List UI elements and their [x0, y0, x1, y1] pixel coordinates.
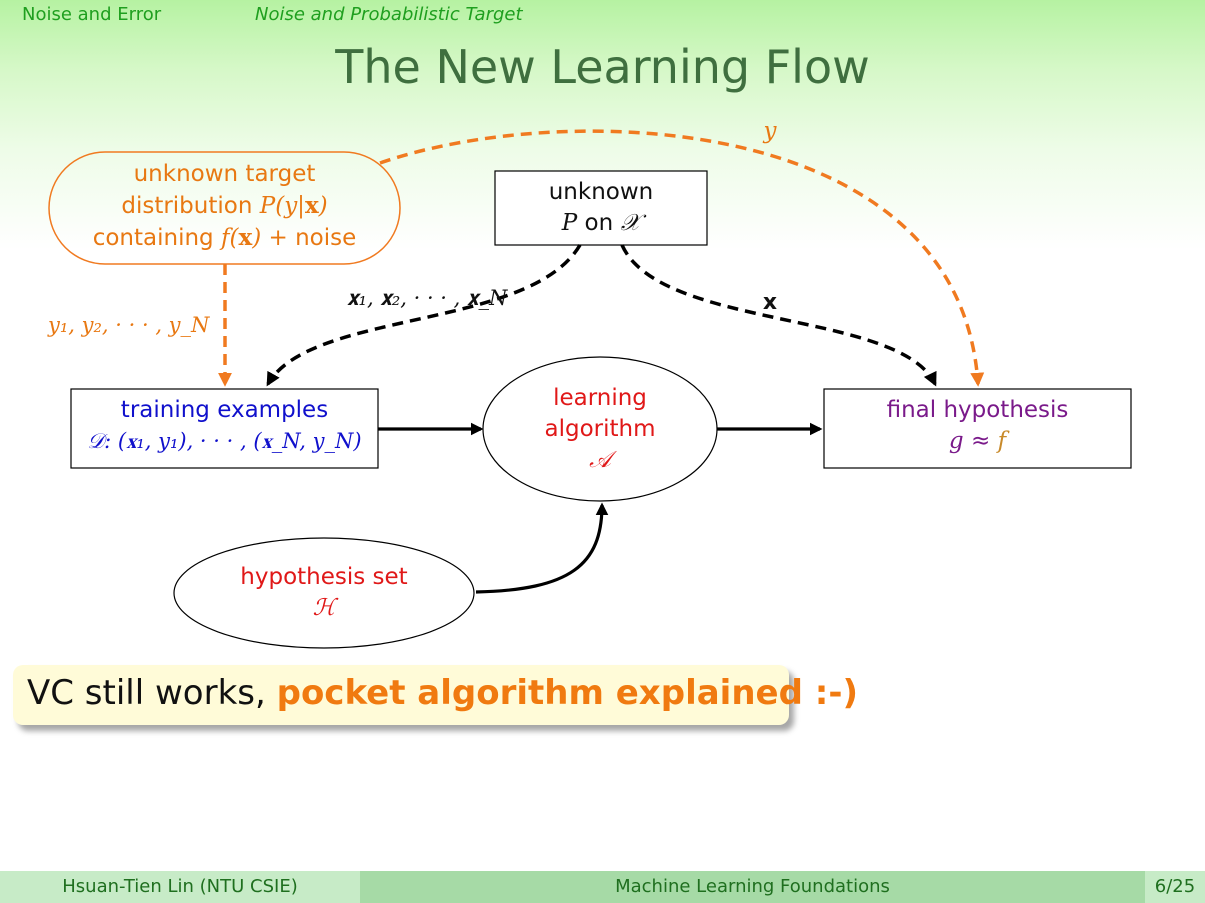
callout-text: VC still works, pocket algorithm explain… — [27, 673, 859, 713]
slide-title: The New Learning Flow — [335, 40, 870, 94]
edge-target-to-final — [379, 129, 985, 387]
hypothesis-set-node — [173, 537, 475, 649]
subsection-name[interactable]: Noise and Probabilistic Target — [255, 4, 523, 25]
input-distribution-label: unknown P on 𝒳 — [548, 179, 654, 236]
edge-label-x: x — [762, 290, 778, 315]
hypothesis-set-label: hypothesis set ℋ — [240, 564, 408, 621]
section-name[interactable]: Noise and Error — [22, 4, 162, 25]
footer-page-number: 6/25 — [1145, 871, 1205, 903]
edge-input-to-final — [620, 244, 937, 387]
footer-bar: Hsuan-Tien Lin (NTU CSIE) Machine Learni… — [0, 871, 1205, 903]
final-hypothesis-node — [823, 388, 1132, 469]
edge-input-to-training — [266, 244, 582, 387]
edge-label-y: y — [763, 118, 777, 144]
footer-author: Hsuan-Tien Lin (NTU CSIE) — [0, 871, 360, 903]
target-distribution-label: unknown target distribution P(y|x) conta… — [92, 161, 357, 251]
learning-algorithm-label: learning algorithm 𝒜 — [544, 385, 656, 473]
training-examples-node — [70, 388, 379, 469]
final-hypothesis-label: final hypothesis g ≈ f — [886, 397, 1069, 454]
edge-hypothesis-to-algorithm — [475, 502, 609, 594]
training-examples-label: training examples 𝒟: (𝐱₁, y₁), · · · , (… — [87, 397, 362, 453]
footer-course: Machine Learning Foundations — [360, 871, 1145, 903]
edge-label-xs: 𝐱₁, 𝐱₂, · · · , 𝐱_N — [347, 286, 508, 310]
callout-box: VC still works, pocket algorithm explain… — [13, 665, 858, 725]
edge-label-ys: y₁, y₂, · · · , y_N — [48, 313, 210, 337]
input-distribution-node — [494, 170, 708, 246]
